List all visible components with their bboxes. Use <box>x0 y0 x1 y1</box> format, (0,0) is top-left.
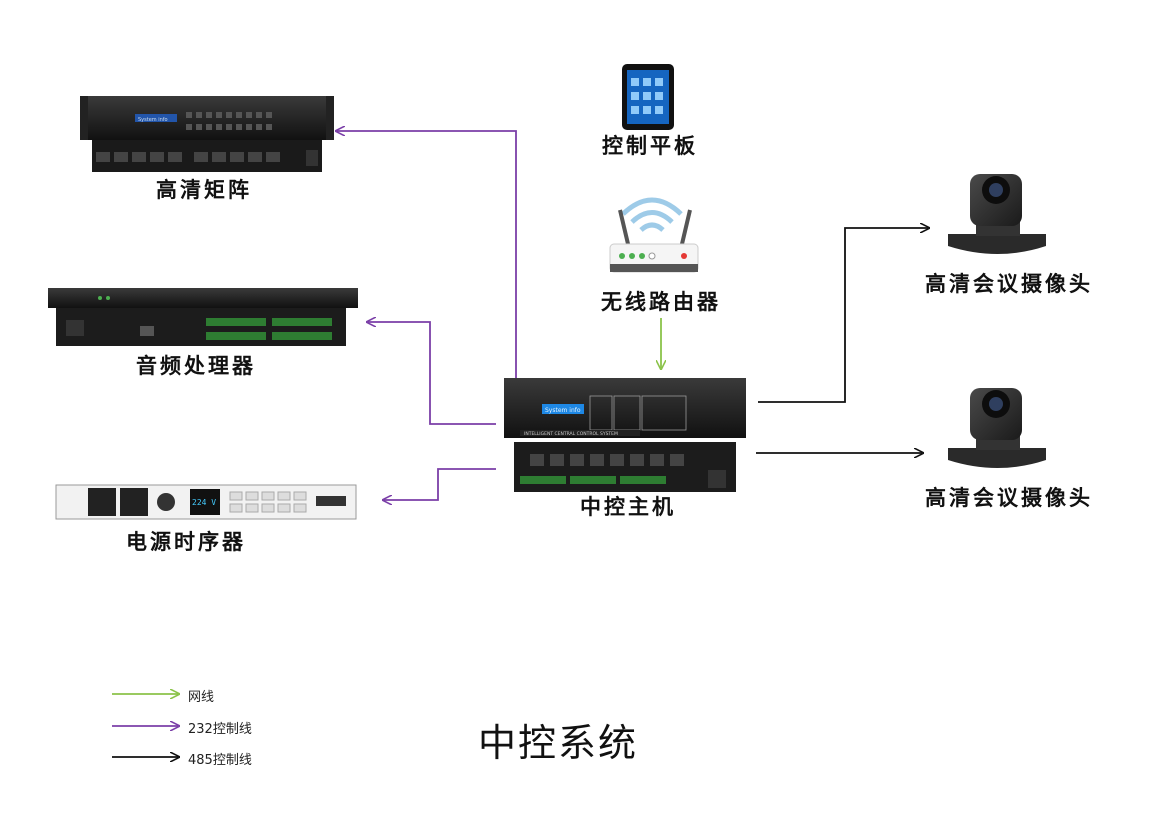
line-host-camera1 <box>758 228 928 403</box>
legend-label-485: 485控制线 <box>188 753 252 768</box>
tablet-device <box>622 64 674 130</box>
matrix-system-info: System info <box>138 117 168 123</box>
audio-device <box>48 288 358 346</box>
camera2-device <box>948 388 1046 468</box>
line-host-power <box>384 468 496 500</box>
legend-lines <box>112 694 178 757</box>
label-tablet: 控制平板 <box>602 133 698 158</box>
label-host: 中控主机 <box>580 494 676 519</box>
legend-label-232: 232控制线 <box>188 722 252 737</box>
power-device: 224 V <box>55 484 357 520</box>
connections <box>337 131 928 500</box>
line-host-audio <box>368 322 496 425</box>
legend-label-net: 网线 <box>188 690 215 705</box>
label-matrix: 高清矩阵 <box>156 177 252 202</box>
host-system-info: System info <box>545 407 581 414</box>
label-router: 无线路由器 <box>601 289 721 314</box>
camera1-device <box>948 174 1046 254</box>
label-power: 电源时序器 <box>126 529 246 554</box>
host-device: System info INTELLIGENT CENTRAL CONTROL … <box>504 378 746 492</box>
label-camera2: 高清会议摄像头 <box>925 485 1093 510</box>
router-device <box>609 197 699 273</box>
label-camera1: 高清会议摄像头 <box>925 271 1093 296</box>
matrix-device: System info <box>80 96 334 172</box>
line-host-matrix <box>337 131 517 378</box>
label-audio: 音频处理器 <box>136 353 256 378</box>
diagram-title: 中控系统 <box>478 721 639 765</box>
power-voltage: 224 V <box>192 498 216 507</box>
host-banner: INTELLIGENT CENTRAL CONTROL SYSTEM <box>524 431 618 437</box>
